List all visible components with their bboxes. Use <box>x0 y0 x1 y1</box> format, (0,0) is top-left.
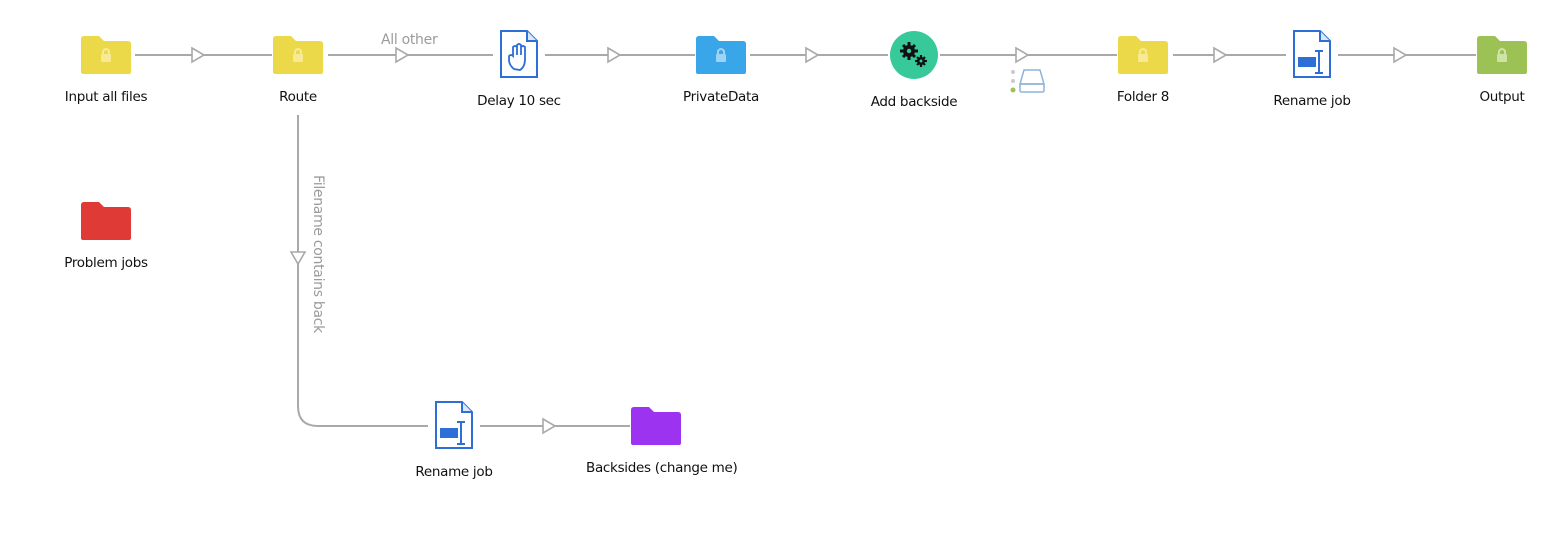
node-label: Problem jobs <box>64 255 148 271</box>
locked-folder-icon <box>1477 36 1527 74</box>
locked-folder-icon <box>81 36 131 74</box>
arrowhead <box>289 251 307 266</box>
rename-document-icon <box>435 401 473 449</box>
node-label: PrivateData <box>683 89 759 105</box>
node-label: Rename job <box>1273 93 1351 109</box>
arrowhead <box>1213 46 1228 64</box>
connector-route-renamejob-bottom[interactable] <box>297 115 428 427</box>
node-problem-jobs[interactable]: Problem jobs <box>36 201 176 271</box>
arrowhead <box>1015 46 1030 64</box>
rename-document-icon <box>1293 30 1331 78</box>
arrowhead <box>542 417 557 435</box>
locked-folder-icon <box>273 36 323 74</box>
node-folder-8[interactable]: Folder 8 <box>1073 35 1213 105</box>
locked-folder-icon <box>1118 36 1168 74</box>
drive-indicator-icon[interactable] <box>1010 69 1045 93</box>
node-label: Route <box>279 89 317 105</box>
arrowhead <box>191 46 206 64</box>
node-label: Delay 10 sec <box>477 93 561 109</box>
connection-label-all-other: All other <box>381 32 438 48</box>
node-rename-job-bottom[interactable]: Rename job <box>384 400 524 480</box>
arrowhead <box>607 46 622 64</box>
connection-label-filename-contains-back: Filename contains back <box>310 175 326 333</box>
node-rename-job-top[interactable]: Rename job <box>1242 29 1382 109</box>
node-privatedata[interactable]: PrivateData <box>651 35 791 105</box>
node-label: Backsides (change me) <box>586 460 738 476</box>
folder-icon <box>631 407 681 445</box>
arrowhead <box>1393 46 1408 64</box>
locked-folder-icon <box>696 36 746 74</box>
node-label: Folder 8 <box>1116 89 1170 105</box>
node-route[interactable]: Route <box>228 35 368 105</box>
arrowhead <box>805 46 820 64</box>
node-label: Add backside <box>870 94 958 110</box>
node-backsides[interactable]: Backsides (change me) <box>586 406 738 476</box>
node-label: Rename job <box>415 464 493 480</box>
node-delay-10-sec[interactable]: Delay 10 sec <box>449 29 589 109</box>
node-add-backside[interactable]: Add backside <box>844 30 984 110</box>
node-input-all-files[interactable]: Input all files <box>36 35 176 105</box>
hand-document-icon <box>500 30 538 78</box>
node-label: Input all files <box>64 89 148 105</box>
gears-icon <box>890 31 938 79</box>
node-output[interactable]: Output <box>1432 35 1556 105</box>
node-label: Output <box>1479 89 1525 105</box>
folder-icon <box>81 202 131 240</box>
arrowhead <box>395 46 410 64</box>
